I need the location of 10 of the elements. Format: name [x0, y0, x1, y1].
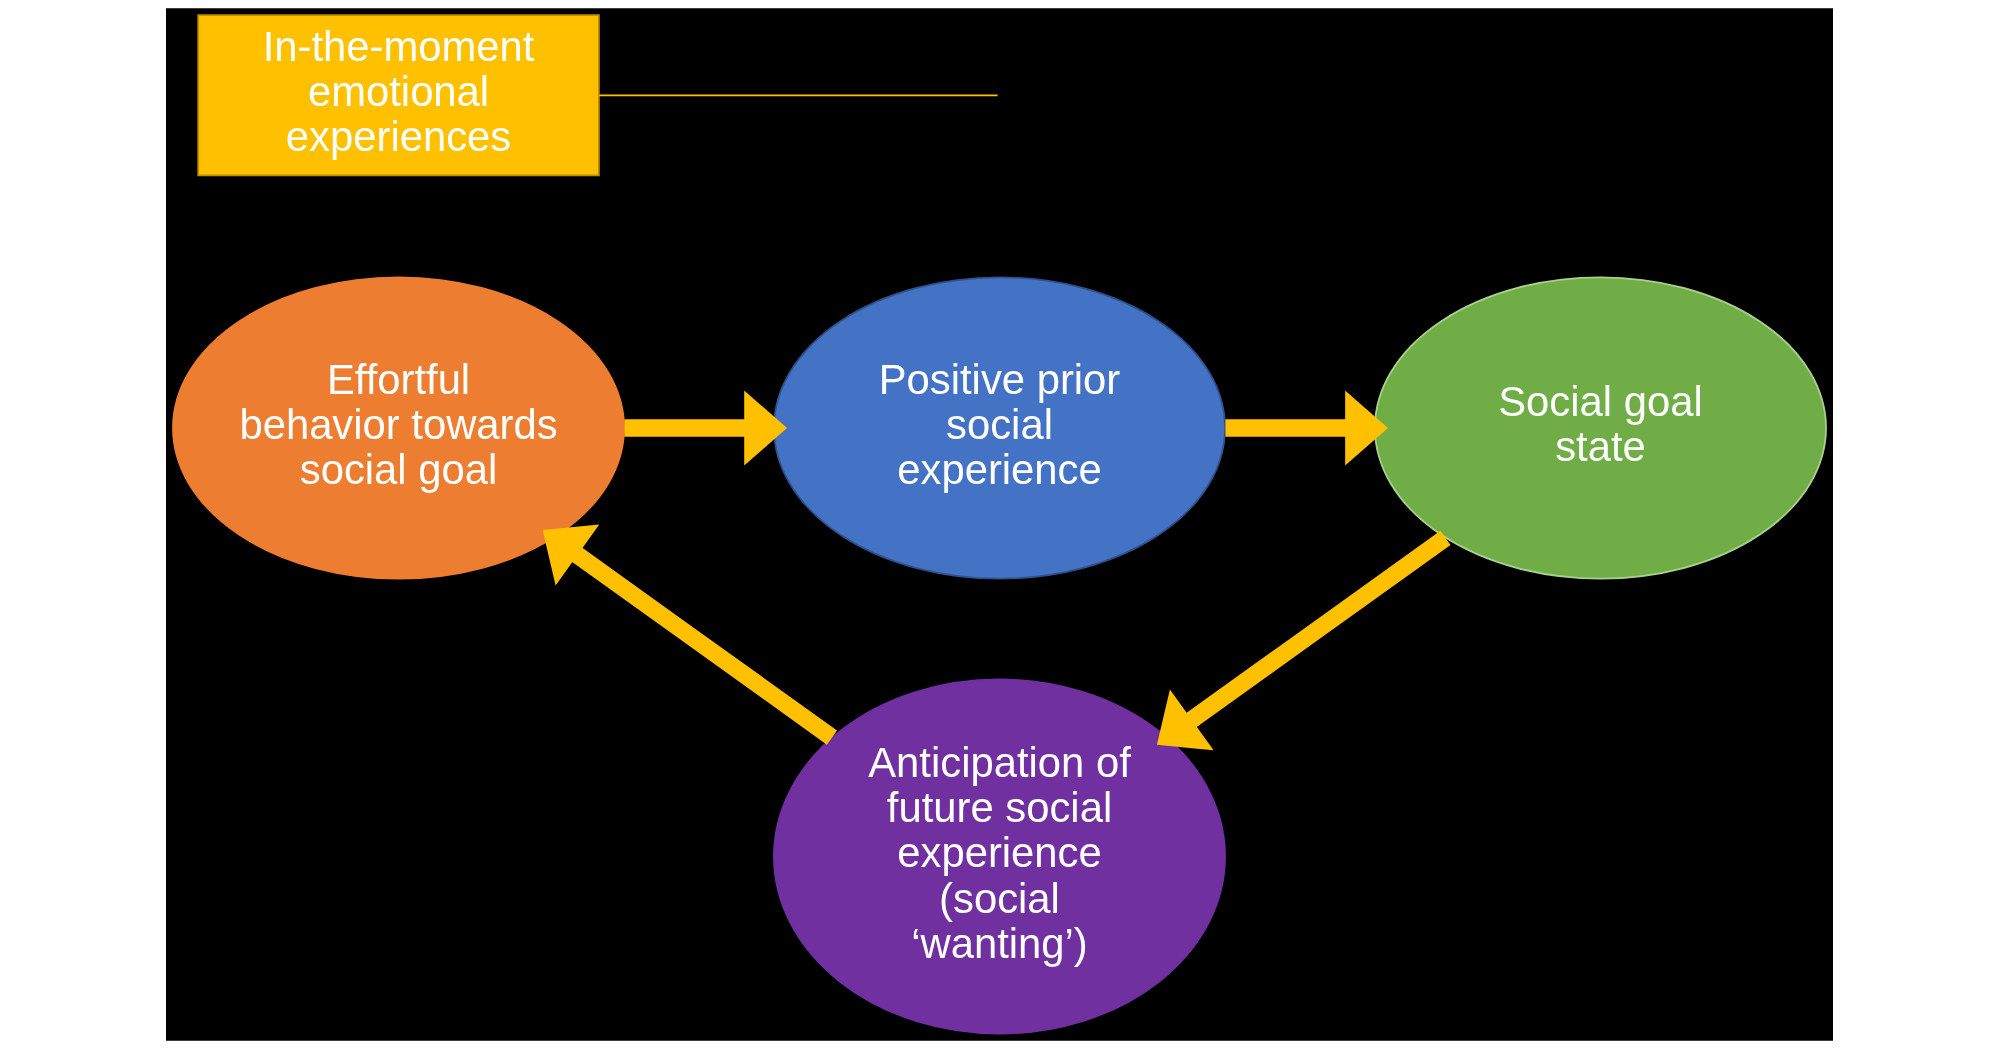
- arrow: [1156, 530, 1451, 751]
- node-ellipse: Effortful behavior towards social goal: [171, 276, 625, 580]
- connector: [597, 94, 998, 97]
- node-ellipse: Positive prior social experience: [772, 276, 1226, 580]
- node-box: In-the-moment emotional experiences: [196, 14, 600, 177]
- arrow: [1224, 390, 1388, 466]
- arrow: [623, 390, 787, 466]
- arrow: [542, 524, 837, 745]
- node-ellipse: Anticipation of future social experience (social ‘wanting’): [772, 678, 1226, 1035]
- node-ellipse: Social goal state: [1373, 276, 1827, 580]
